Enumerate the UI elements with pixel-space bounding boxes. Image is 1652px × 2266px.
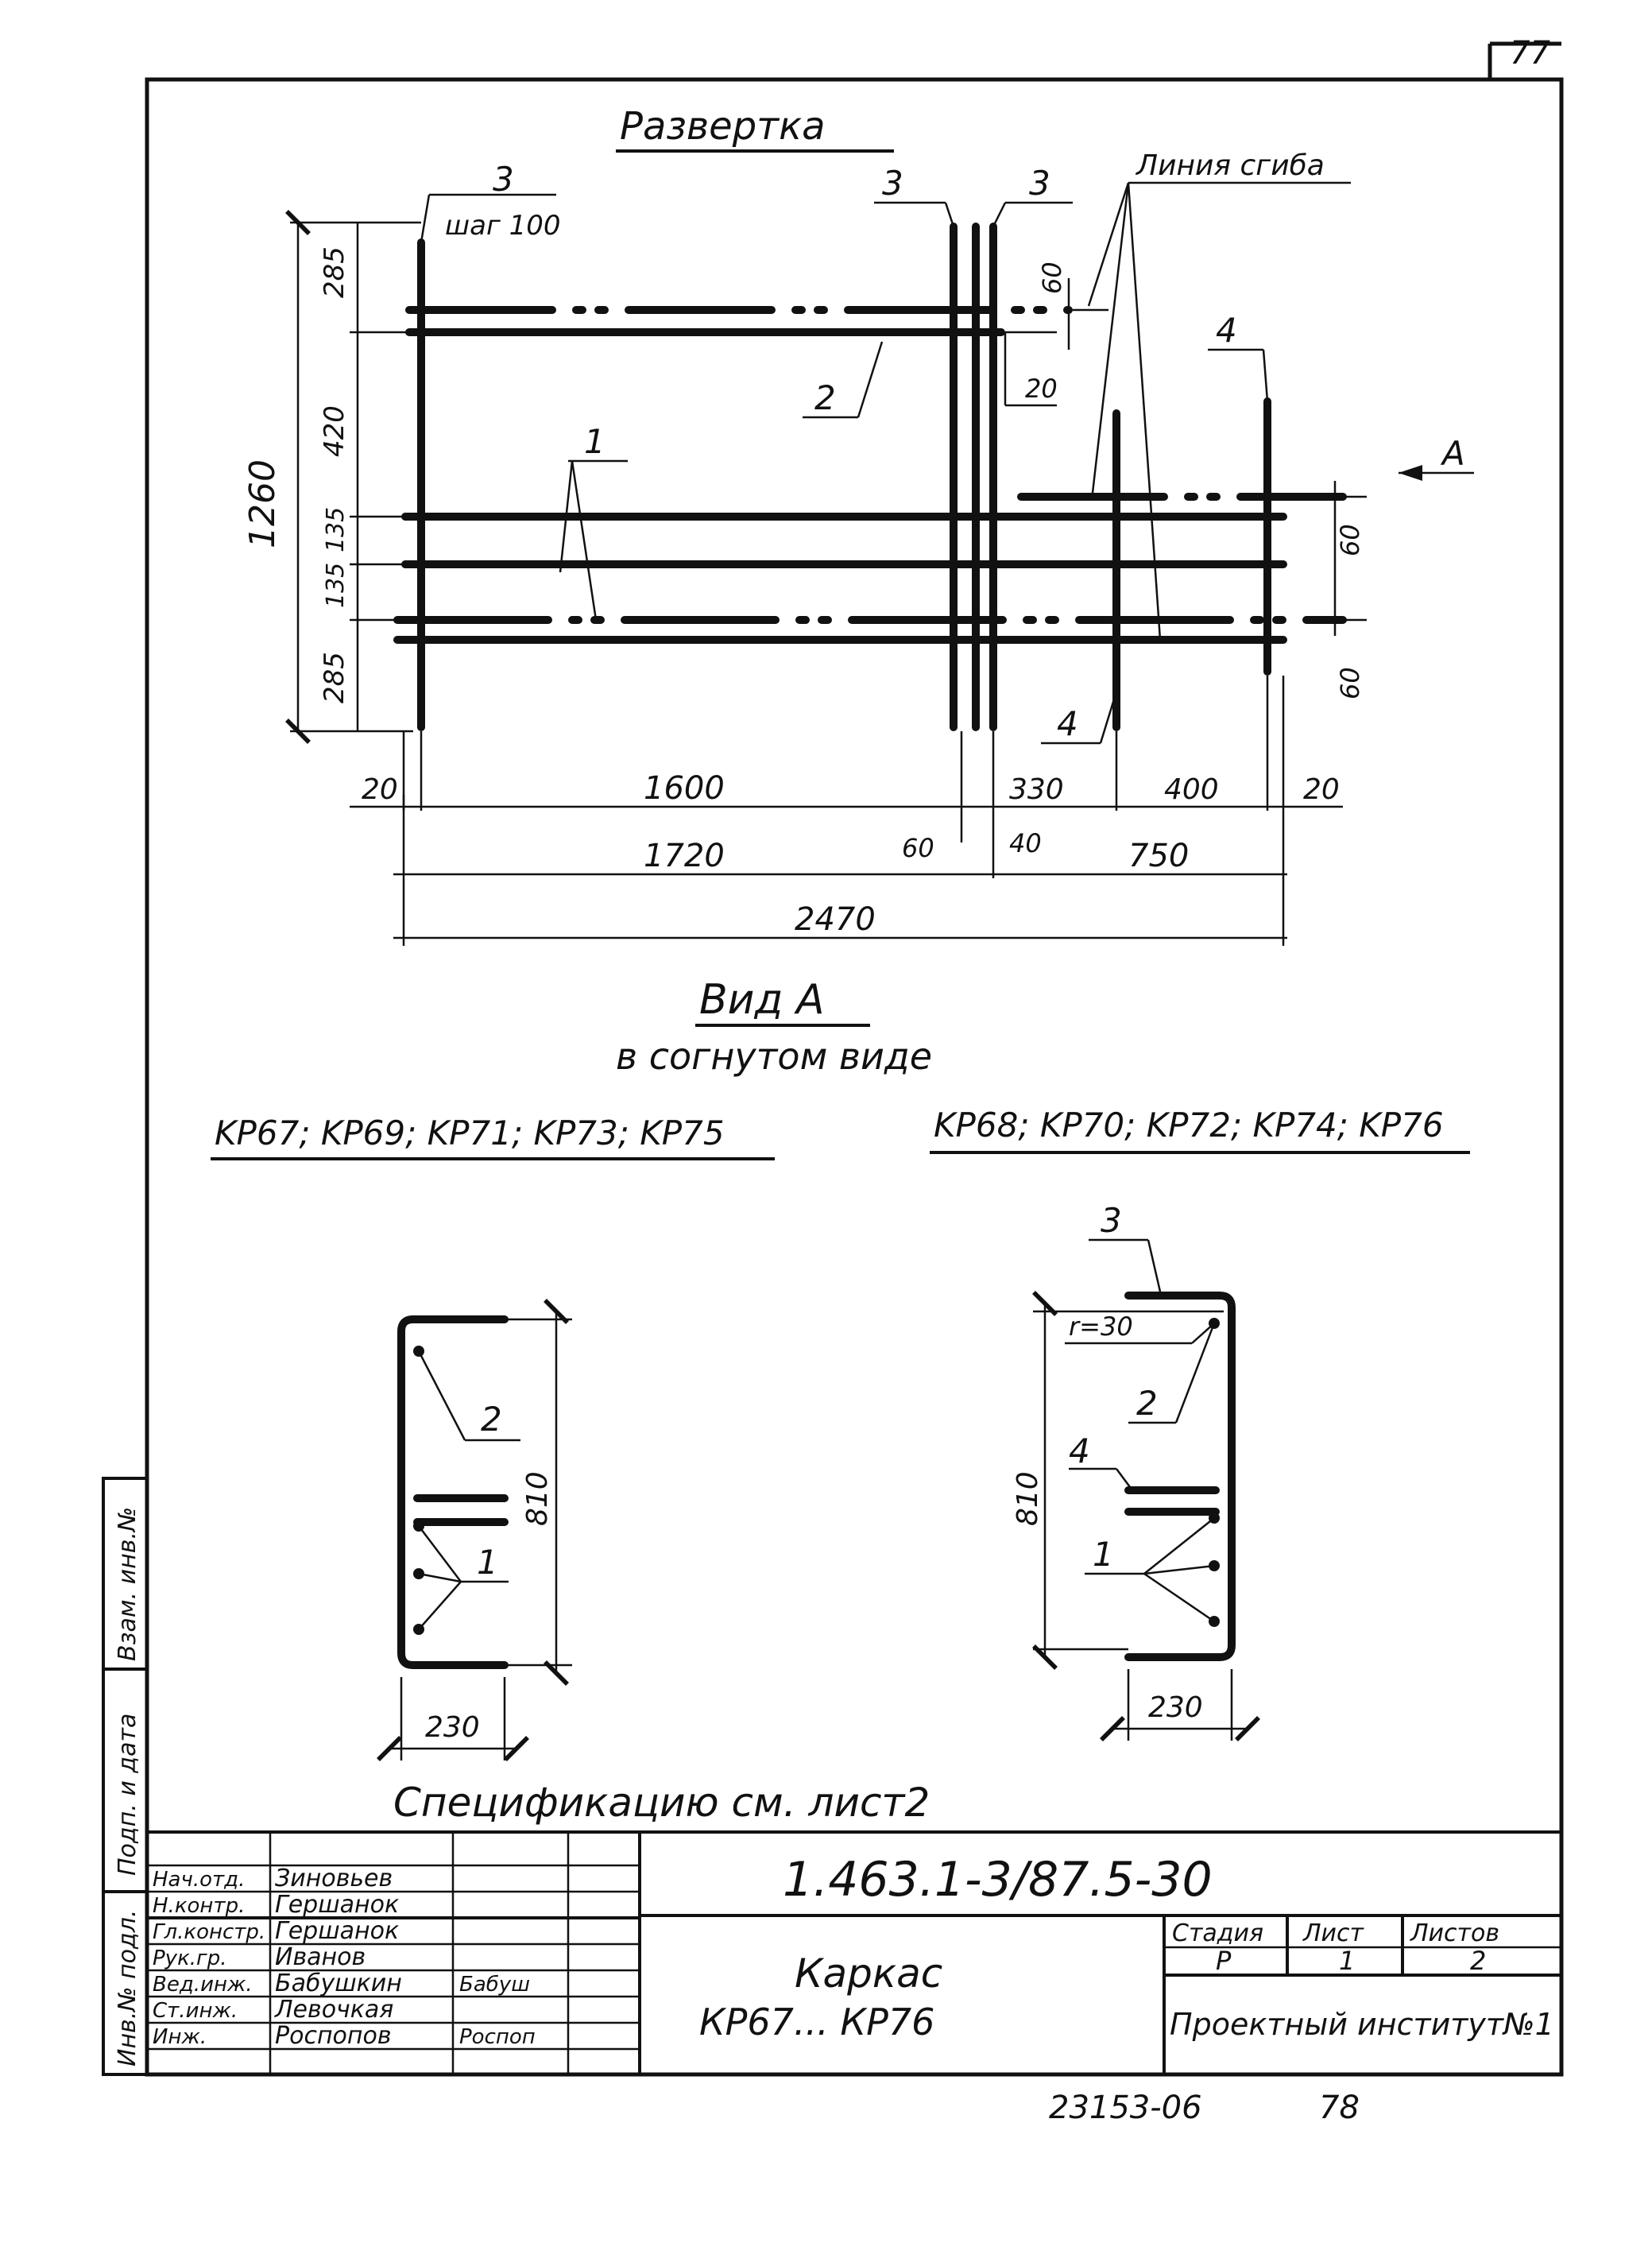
side-stamp: Взам. инв.№ Подп. и дата Инв.№ подл. xyxy=(102,1477,149,2076)
mark-4-bottom: 4 xyxy=(1057,704,1078,743)
staff-name: Бабушкин xyxy=(275,1970,402,1997)
section-left-mark-2: 2 xyxy=(481,1400,502,1439)
staff-name: Зиновьев xyxy=(275,1865,393,1892)
specification-note: Спецификацию см. лист2 xyxy=(393,1780,930,1826)
view-a-subtitle: в согнутом виде xyxy=(616,1035,932,1078)
view-a-left-group: KP67; KP69; KP71; KP73; KP75 xyxy=(215,1114,725,1152)
staff-name: Роспопов xyxy=(275,2022,392,2050)
sheets-value: 2 xyxy=(1470,1946,1486,1976)
section-left-mark-1: 1 xyxy=(477,1543,498,1582)
dim-h20-left: 20 xyxy=(362,773,398,806)
dim-total-height: 1260 xyxy=(242,459,283,548)
document-code: 1.463.1-3/87.5-30 xyxy=(783,1852,1213,1908)
section-right-mark-4: 4 xyxy=(1069,1431,1090,1470)
dim-h1600: 1600 xyxy=(644,770,725,807)
bend-line-label: Линия сгиба xyxy=(1135,149,1325,182)
dim-420: 420 xyxy=(319,405,350,457)
section-left-height: 810 xyxy=(521,1471,554,1526)
side-stamp-replace-inv: Взам. инв.№ xyxy=(114,1507,141,1661)
section-left xyxy=(377,1299,572,1761)
view-a-title: Вид A xyxy=(699,976,825,1024)
development-horizontal-dims xyxy=(350,676,1343,946)
staff-role: Нач.отд. xyxy=(153,1868,245,1892)
sheet-value: 1 xyxy=(1339,1946,1355,1976)
staff-role: Гл.констр. xyxy=(153,1920,265,1944)
dim-h400: 400 xyxy=(1164,773,1219,806)
development-vertical-dims xyxy=(285,210,421,744)
dim-h40: 40 xyxy=(1009,828,1042,858)
dim-135-b: 135 xyxy=(322,563,350,608)
dim-60-bottom: 60 xyxy=(1335,667,1365,699)
development-leaders xyxy=(420,181,1474,745)
section-right-mark-1: 1 xyxy=(1093,1535,1114,1574)
dim-h60: 60 xyxy=(902,833,934,863)
dim-135-a: 135 xyxy=(322,507,350,552)
section-left-width: 230 xyxy=(425,1711,480,1744)
product-name-line-2: КР67... КР76 xyxy=(699,2001,934,2043)
dim-60-top: 60 xyxy=(1037,261,1067,294)
staff-name: Иванов xyxy=(275,1943,366,1971)
mark-4-top: 4 xyxy=(1216,311,1237,350)
view-a-right-group: KP68; KP70; KP72; KP74; KP76 xyxy=(934,1106,1444,1145)
staff-name: Гершанок xyxy=(275,1891,399,1919)
mark-2: 2 xyxy=(814,378,836,417)
page-number: 78 xyxy=(1319,2090,1360,2126)
staff-name: Левочкая xyxy=(274,1996,393,2024)
title-block xyxy=(145,1830,1563,2076)
dim-h750: 750 xyxy=(1128,838,1189,874)
archive-number: 23153-06 xyxy=(1049,2090,1202,2126)
stage-header: Стадия xyxy=(1172,1919,1263,1947)
sheet-header: Лист xyxy=(1302,1919,1365,1947)
staff-role: Рук.гр. xyxy=(153,1946,226,1970)
development-right-dims xyxy=(1004,278,1367,636)
mark-3-mid-b: 3 xyxy=(1029,164,1050,203)
side-stamp-sign-date: Подп. и дата xyxy=(114,1714,141,1876)
section-right-height: 810 xyxy=(1012,1471,1044,1526)
view-arrow-label: A xyxy=(1440,434,1465,473)
sheets-header: Листов xyxy=(1410,1919,1499,1947)
section-right-mark-2: 2 xyxy=(1136,1384,1158,1423)
section-right xyxy=(1032,1238,1260,1741)
staff-role: Вед.инж. xyxy=(153,1973,253,1997)
organization-name: Проектный институт№1 xyxy=(1170,2007,1554,2042)
staff-signature: Бабуш xyxy=(459,1973,530,1997)
staff-signature: Роспоп xyxy=(459,2025,536,2049)
staff-role: Н.контр. xyxy=(153,1894,245,1918)
product-name-line-1: Каркас xyxy=(795,1950,942,1997)
section-right-mark-3: 3 xyxy=(1101,1201,1122,1240)
section-right-width: 230 xyxy=(1148,1691,1203,1724)
mark-1: 1 xyxy=(584,422,605,461)
staff-name: Гершанок xyxy=(275,1917,399,1945)
dim-h330: 330 xyxy=(1009,773,1064,806)
dim-20-vertical: 20 xyxy=(1025,374,1058,404)
development-title: Развертка xyxy=(620,104,826,149)
step-label: шаг 100 xyxy=(445,210,561,242)
dim-h1720: 1720 xyxy=(644,838,725,874)
section-right-radius: r=30 xyxy=(1069,1311,1133,1342)
dim-60-mid: 60 xyxy=(1335,524,1365,556)
staff-role: Ст.инж. xyxy=(153,1999,238,2023)
dim-h2470: 2470 xyxy=(795,901,876,938)
dim-285-top: 285 xyxy=(319,246,350,298)
side-stamp-orig-inv: Инв.№ подл. xyxy=(114,1910,141,2067)
dim-h20-right: 20 xyxy=(1303,773,1340,806)
development-rebars xyxy=(393,223,1347,731)
dim-285-bottom: 285 xyxy=(319,652,350,703)
stage-value: Р xyxy=(1216,1946,1232,1976)
mark-3-left: 3 xyxy=(493,160,514,199)
title-block-staff-rows: Нач.отд. Зиновьев Н.контр. Гершанок Гл.к… xyxy=(153,1865,536,2050)
sheet-corner-number: 77 xyxy=(1510,35,1550,72)
mark-3-mid-a: 3 xyxy=(882,164,903,203)
staff-role: Инж. xyxy=(153,2025,207,2049)
